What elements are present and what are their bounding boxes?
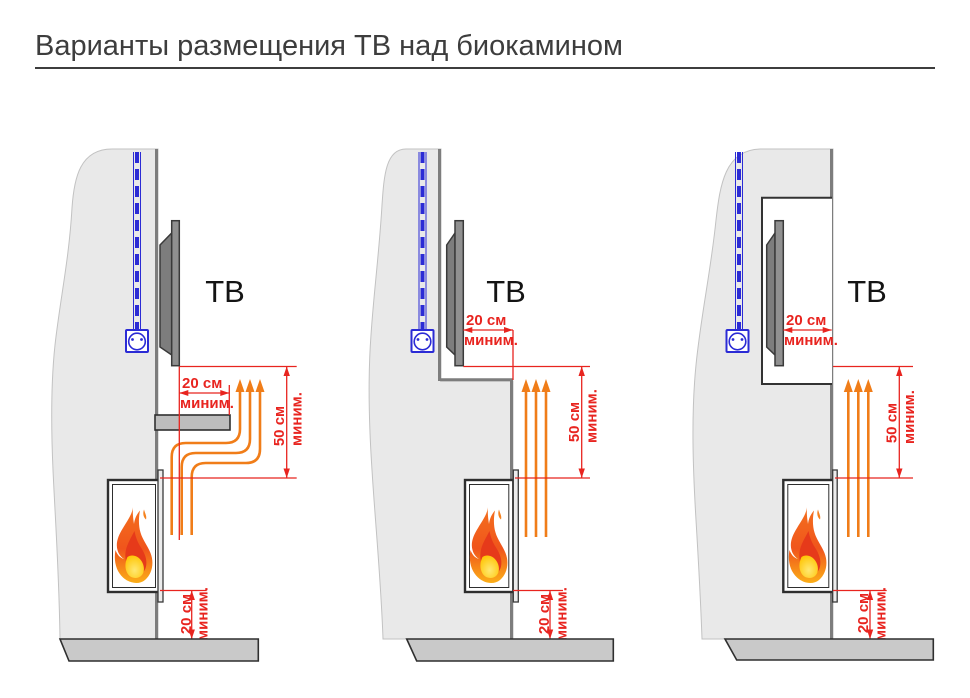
dimension-above-firebox: 50 см миним.: [160, 365, 306, 479]
svg-text:50 см: 50 см: [566, 402, 583, 442]
heat-flow-arrows: [843, 379, 873, 537]
diagram-tv-with-protective-shelf: ТВ 20 см миним. 50 см миним.: [30, 130, 340, 675]
floor-slab: [405, 638, 615, 662]
heat-flow-arrows: [521, 379, 551, 537]
svg-text:20 см: 20 см: [786, 312, 826, 329]
tv-label: ТВ: [205, 274, 245, 309]
svg-text:миним.: миним.: [584, 389, 601, 443]
dimension-below-firebox: 20 см миним.: [833, 587, 890, 641]
dimension-below-firebox: 20 см миним.: [513, 587, 571, 641]
dimension-shelf-depth: 20 см миним.: [178, 366, 234, 540]
svg-text:20 см: 20 см: [855, 593, 872, 633]
svg-text:миним.: миним.: [873, 587, 890, 641]
power-socket-icon: [725, 329, 750, 353]
svg-text:50 см: 50 см: [884, 403, 901, 443]
power-cable: [735, 152, 743, 330]
dimension-niche-depth: 20 см миним.: [783, 312, 838, 349]
dimension-above-firebox: 50 см миним.: [463, 365, 601, 479]
floor-slab: [58, 638, 260, 662]
biofireplace: [463, 469, 519, 603]
page-title: Варианты размещения ТВ над биокамином: [35, 30, 623, 62]
tv-label: ТВ: [486, 274, 526, 309]
tv-label: ТВ: [847, 274, 887, 309]
power-socket-icon: [125, 329, 149, 353]
svg-text:миним.: миним.: [464, 332, 518, 349]
svg-text:20 см: 20 см: [466, 312, 506, 329]
floor-slab: [723, 638, 935, 661]
biofireplace: [782, 469, 838, 603]
svg-text:миним.: миним.: [195, 587, 212, 641]
svg-text:миним.: миним.: [289, 392, 306, 446]
dimension-above-firebox: 50 см миним.: [833, 365, 918, 479]
svg-text:миним.: миним.: [554, 587, 571, 641]
dimension-below-firebox: 20 см миним.: [160, 587, 212, 641]
svg-text:миним.: миним.: [784, 332, 838, 349]
protective-shelf: [154, 414, 231, 431]
tv-side-view: [445, 219, 465, 367]
tv-side-view: [765, 219, 785, 367]
svg-text:миним.: миним.: [901, 390, 918, 444]
svg-text:миним.: миним.: [180, 395, 234, 412]
svg-text:50 см: 50 см: [271, 406, 288, 446]
tv-side-view: [159, 219, 181, 367]
svg-text:20 см: 20 см: [182, 375, 222, 392]
power-cable: [133, 152, 141, 330]
svg-text:20 см: 20 см: [178, 594, 195, 634]
diagram-tv-recessed-above-fireplace: ТВ 20 см миним. 50 см миним. 20 см: [350, 130, 660, 675]
heat-flow-arrows: [170, 379, 265, 535]
svg-text:20 см: 20 см: [536, 594, 553, 634]
power-socket-icon: [410, 329, 435, 353]
power-cable: [418, 152, 427, 330]
title-underline: [35, 67, 935, 69]
diagram-tv-in-niche: ТВ 20 см миним. 50 см миним. 20 см м: [660, 130, 970, 675]
dimension-recess-depth: 20 см миним.: [463, 312, 518, 380]
biofireplace: [106, 469, 164, 603]
